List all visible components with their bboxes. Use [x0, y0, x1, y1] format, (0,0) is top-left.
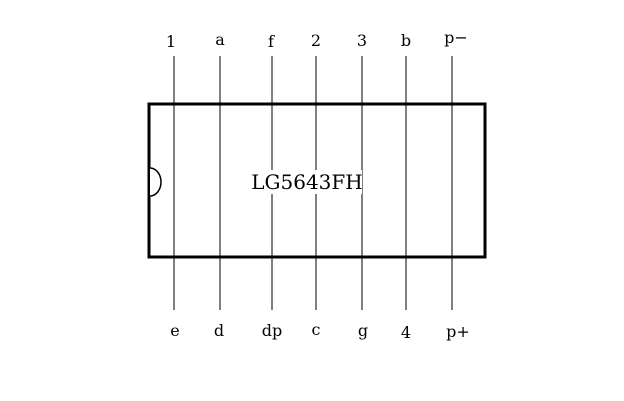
bottom-pin-lines: [173, 257, 453, 310]
bottom-pin-label: 4: [401, 323, 411, 342]
bottom-pin-label: dp: [262, 321, 282, 340]
top-pin-label: p−: [444, 28, 468, 47]
chip-label-backing: [252, 170, 362, 194]
bottom-pin-label: c: [312, 320, 321, 339]
top-pin-labels: 1 a f 2 3 b p−: [166, 28, 468, 51]
bottom-pin-label: e: [170, 321, 179, 340]
top-pin-label: a: [215, 30, 225, 49]
chip-label: LG5643FH: [251, 170, 362, 194]
top-pin-label: 1: [166, 32, 176, 51]
chip-notch: [149, 167, 162, 197]
top-pin-label: 3: [357, 31, 367, 50]
top-pin-label: f: [268, 32, 275, 51]
bottom-pin-label: g: [358, 321, 368, 340]
top-pin-label: 2: [311, 31, 321, 50]
bottom-pin-labels: e d dp c g 4 p+: [170, 320, 470, 342]
bottom-pin-label: d: [214, 321, 224, 340]
bottom-pin-label: p+: [446, 322, 470, 341]
top-pin-label: b: [401, 31, 411, 50]
chip-body: [147, 102, 487, 259]
top-pin-lines: [173, 56, 453, 104]
